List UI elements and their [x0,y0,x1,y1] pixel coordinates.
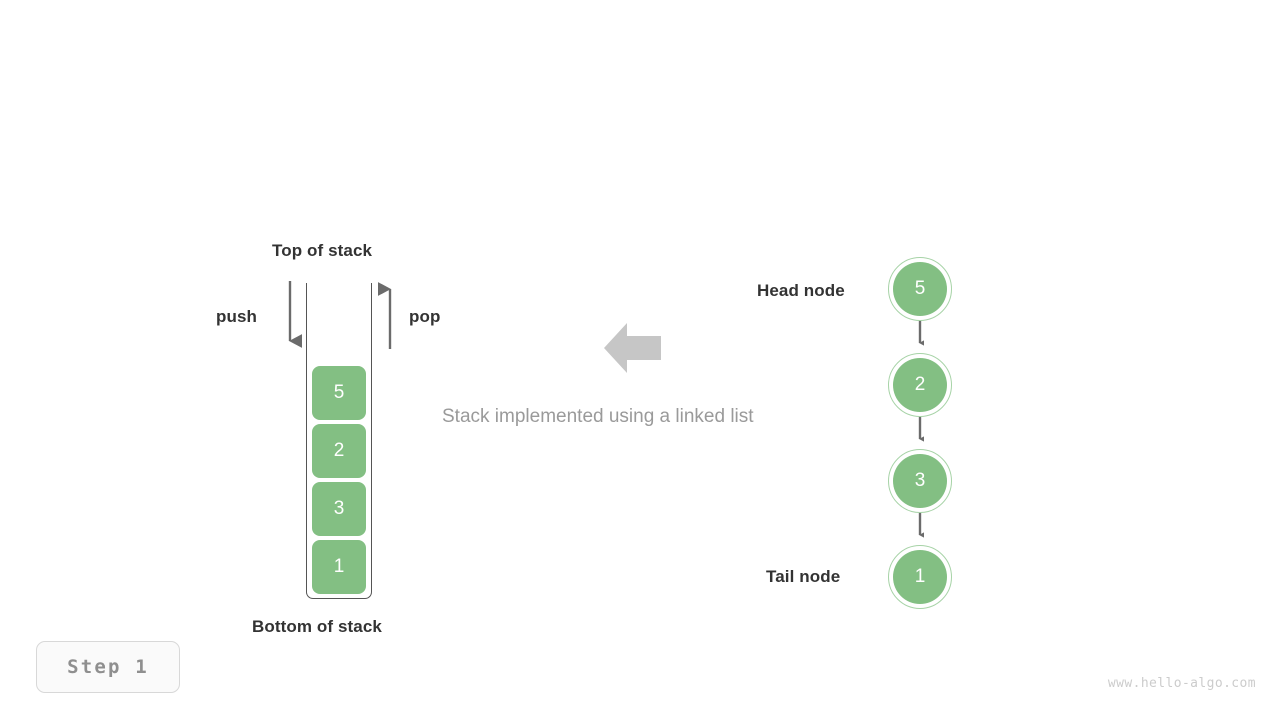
stack-item-list: 5 2 3 1 [307,366,371,594]
stack-item: 1 [312,540,366,594]
bottom-of-stack-label: Bottom of stack [252,617,382,636]
stack-item: 3 [312,482,366,536]
pop-arrow-icon [378,281,392,349]
link-arrow-icon [918,513,924,543]
link-arrow-icon [918,321,924,351]
left-arrow-icon [604,323,661,373]
step-badge: Step 1 [36,641,180,693]
linked-list-node: 5 [888,257,952,321]
stack-item: 2 [312,424,366,478]
pop-label: pop [409,307,441,326]
linked-list: 5 2 3 1 [888,257,952,609]
linked-list-node: 1 [888,545,952,609]
diagram-caption: Stack implemented using a linked list [442,406,754,427]
node-value: 2 [893,358,947,412]
tail-node-label: Tail node [766,567,841,586]
node-value: 3 [893,454,947,508]
node-value: 5 [893,262,947,316]
node-value: 1 [893,550,947,604]
stack-item: 5 [312,366,366,420]
linked-list-node: 2 [888,353,952,417]
step-badge-label: Step 1 [67,656,149,678]
linked-list-node: 3 [888,449,952,513]
watermark: www.hello-algo.com [1107,676,1256,691]
push-arrow-icon [288,281,302,349]
head-node-label: Head node [757,281,845,300]
stack-container: 5 2 3 1 [306,283,372,599]
top-of-stack-label: Top of stack [272,241,373,260]
link-arrow-icon [918,417,924,447]
push-label: push [216,307,258,326]
